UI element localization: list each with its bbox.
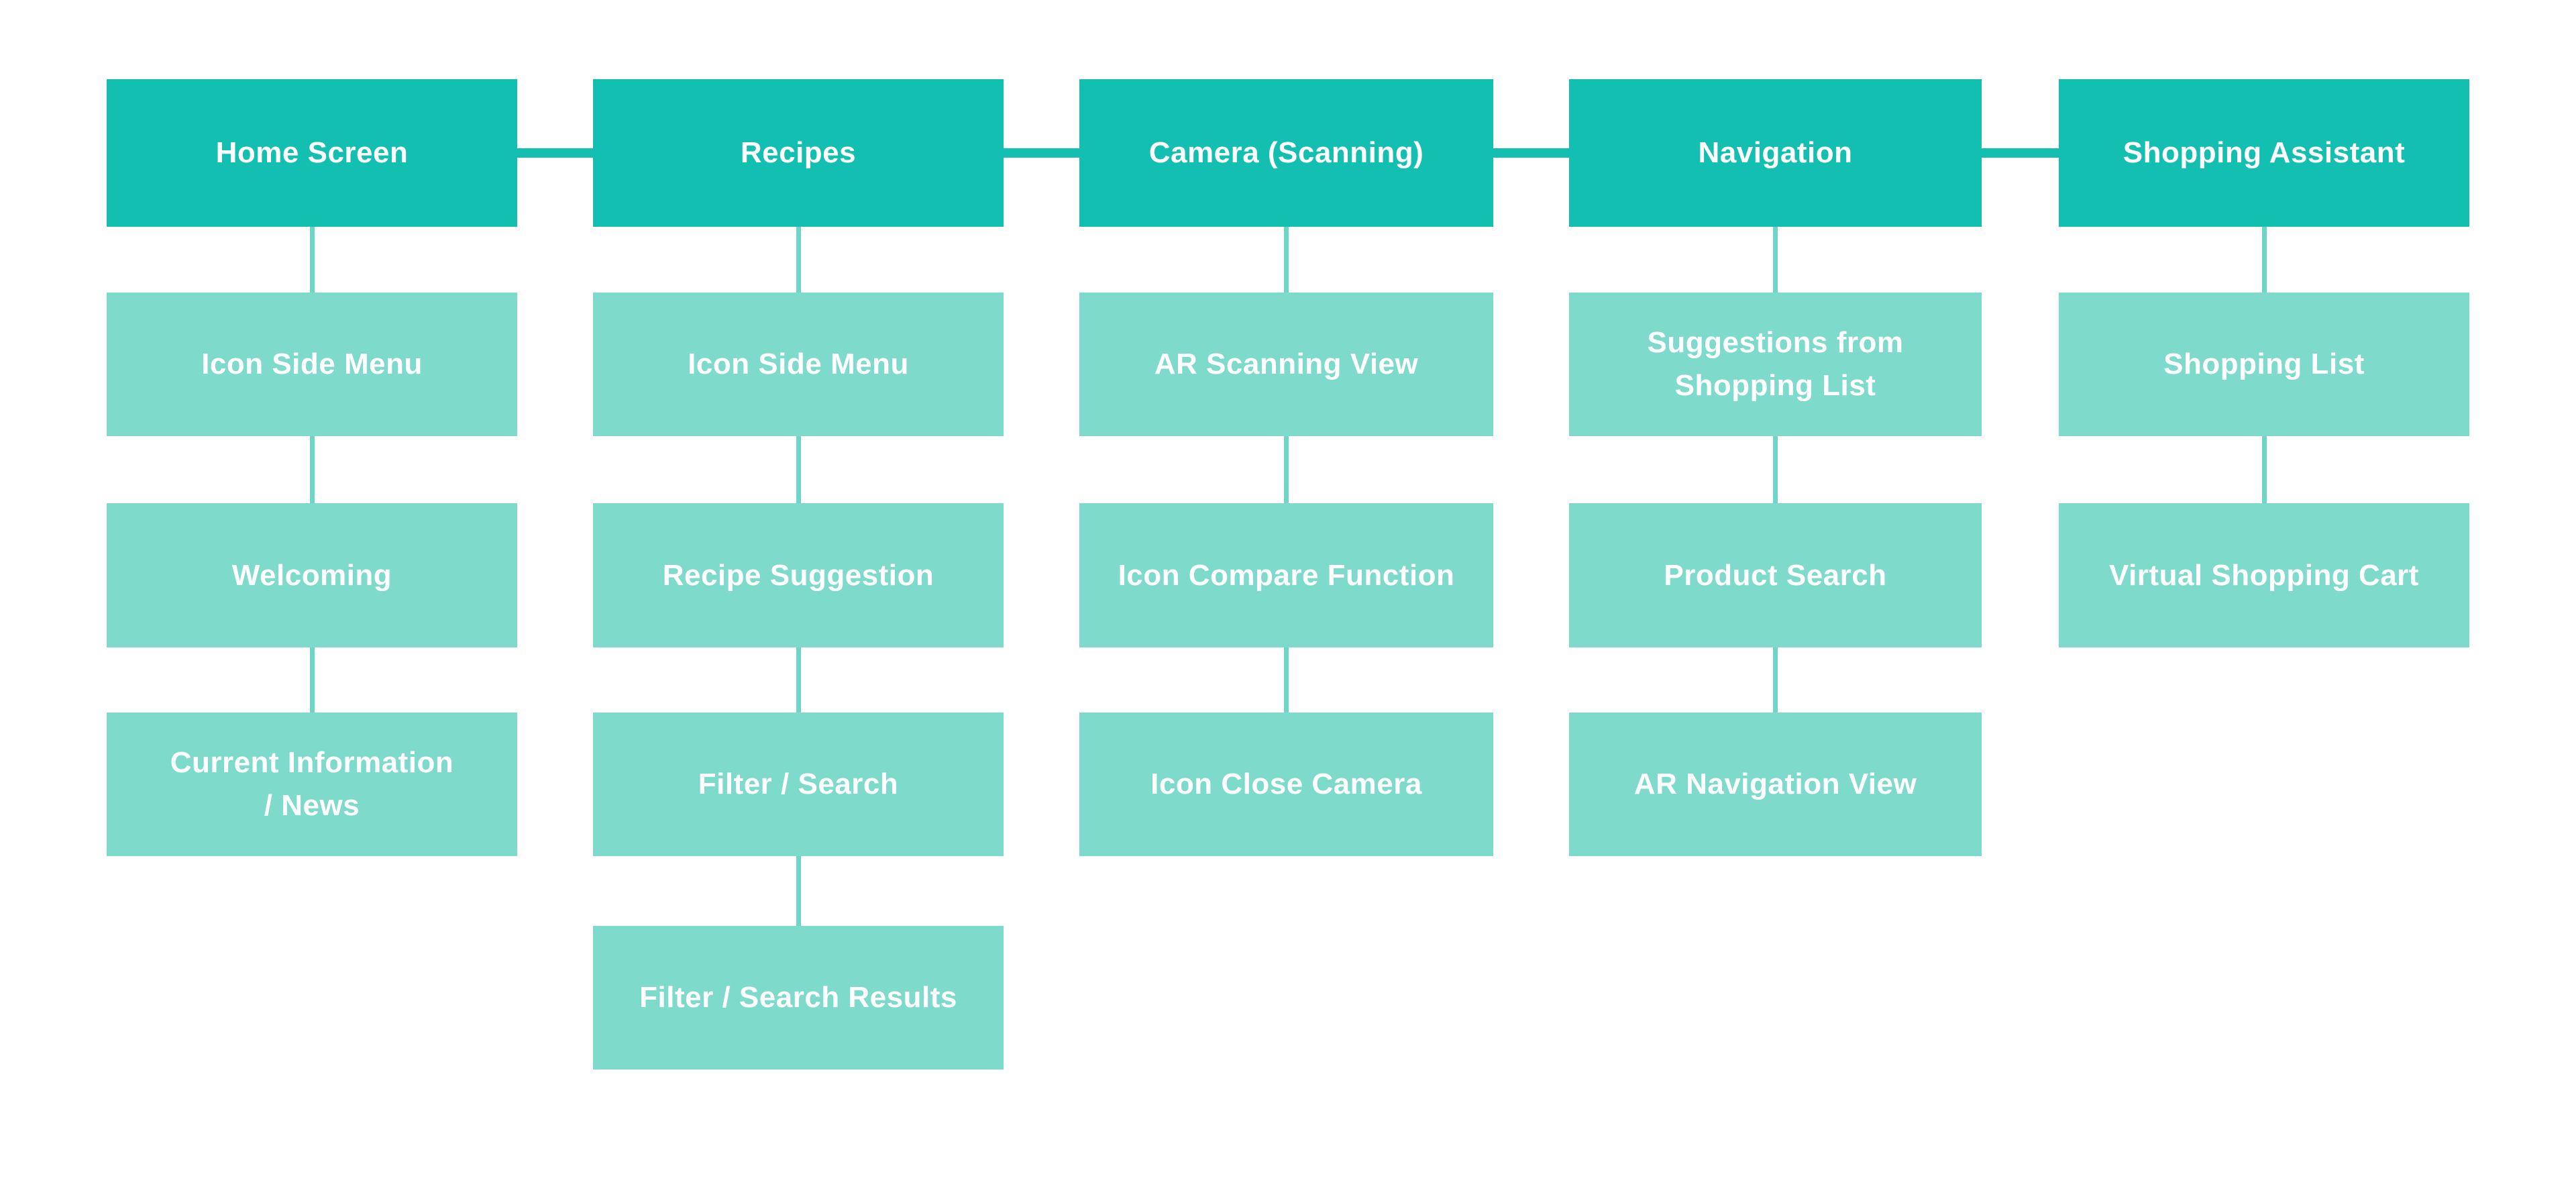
node-camera-scanning: Camera (Scanning): [1079, 79, 1493, 227]
node-navigation: Navigation: [1569, 79, 1982, 227]
column-connector-line-home-screen: [310, 227, 315, 713]
node-suggestions-from-shopping-list: Suggestions from Shopping List: [1569, 293, 1982, 436]
node-welcoming: Welcoming: [107, 503, 517, 647]
node-home-screen: Home Screen: [107, 79, 517, 227]
node-product-search: Product Search: [1569, 503, 1982, 647]
node-icon-side-menu-recipes: Icon Side Menu: [593, 293, 1004, 436]
node-icon-compare-function: Icon Compare Function: [1079, 503, 1493, 647]
node-filter-search-results: Filter / Search Results: [593, 926, 1004, 1069]
node-icon-close-camera: Icon Close Camera: [1079, 713, 1493, 856]
node-shopping-assistant: Shopping Assistant: [2059, 79, 2469, 227]
node-recipes: Recipes: [593, 79, 1004, 227]
node-icon-side-menu-home: Icon Side Menu: [107, 293, 517, 436]
node-recipe-suggestion: Recipe Suggestion: [593, 503, 1004, 647]
column-connector-line-camera: [1284, 227, 1289, 713]
node-current-information-news: Current Information / News: [107, 713, 517, 856]
column-connector-line-navigation: [1773, 227, 1778, 713]
node-shopping-list: Shopping List: [2059, 293, 2469, 436]
node-filter-search: Filter / Search: [593, 713, 1004, 856]
node-ar-scanning-view: AR Scanning View: [1079, 293, 1493, 436]
node-virtual-shopping-cart: Virtual Shopping Cart: [2059, 503, 2469, 647]
node-ar-navigation-view: AR Navigation View: [1569, 713, 1982, 856]
